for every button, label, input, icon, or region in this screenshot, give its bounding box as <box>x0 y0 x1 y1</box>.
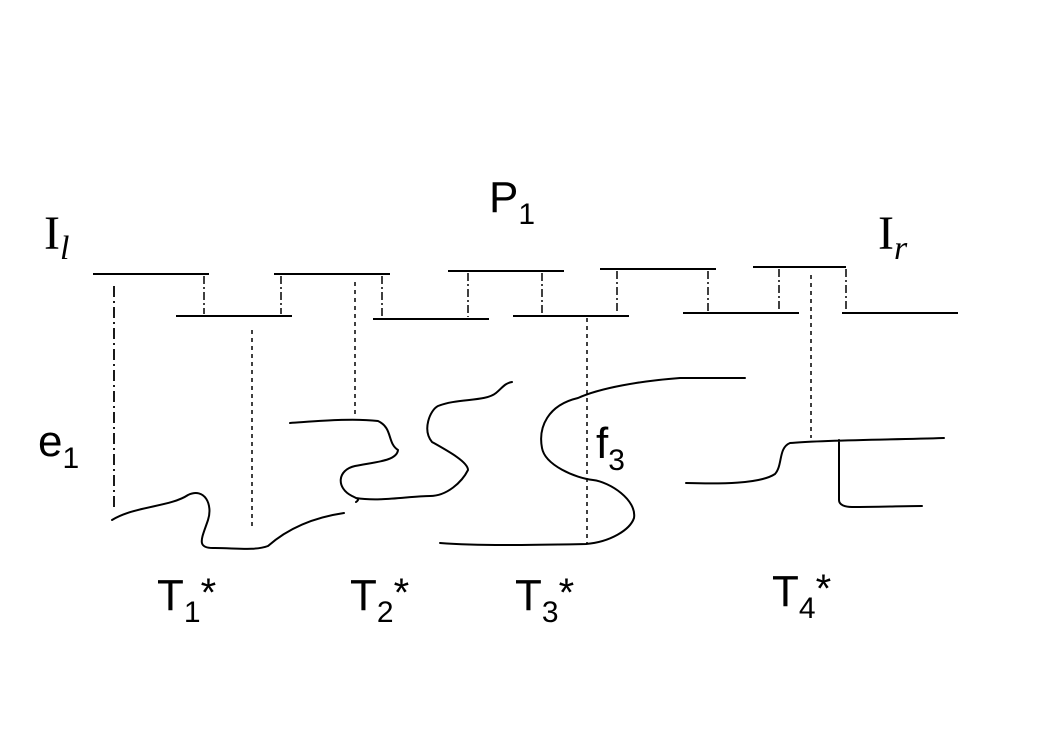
curve-t4 <box>685 437 945 508</box>
label-t3-main: T <box>515 571 542 620</box>
label-ir-main: I <box>878 207 894 260</box>
label-e1-sub: 1 <box>62 442 80 475</box>
label-il-sub: l <box>59 230 70 267</box>
curve-t3 <box>439 376 746 546</box>
label-f3-sub: 3 <box>608 444 625 477</box>
label-p1-main: P <box>489 173 519 222</box>
label-t4-main: T <box>772 567 799 616</box>
label-e1: e1 <box>38 417 79 474</box>
label-ir-sub: r <box>893 230 908 267</box>
label-t1: T1* <box>157 571 217 628</box>
label-t2: T2* <box>350 571 410 628</box>
label-p1: P1 <box>489 173 535 230</box>
label-t4: T4* <box>772 567 832 624</box>
label-f3: f3 <box>596 419 625 476</box>
curve-t1 <box>111 492 345 550</box>
label-p1-sub: 1 <box>518 198 536 231</box>
curve-t2 <box>289 381 513 503</box>
label-t2-star: * <box>393 571 410 615</box>
label-t3-star: * <box>558 571 575 615</box>
label-e1-main: e <box>38 417 63 466</box>
label-t1-star: * <box>200 571 217 615</box>
label-il-main: I <box>44 207 60 260</box>
label-ir: Ir <box>878 207 907 266</box>
label-t4-sub: 4 <box>798 592 816 625</box>
label-t2-main: T <box>350 571 377 620</box>
label-t1-sub: 1 <box>183 596 201 629</box>
label-t4-star: * <box>815 567 832 611</box>
label-t2-sub: 2 <box>376 596 394 629</box>
label-t3-sub: 3 <box>541 596 559 629</box>
label-il: Il <box>44 207 69 266</box>
label-f3-main: f <box>596 419 609 468</box>
label-t3: T3* <box>515 571 575 628</box>
label-t1-main: T <box>157 571 184 620</box>
